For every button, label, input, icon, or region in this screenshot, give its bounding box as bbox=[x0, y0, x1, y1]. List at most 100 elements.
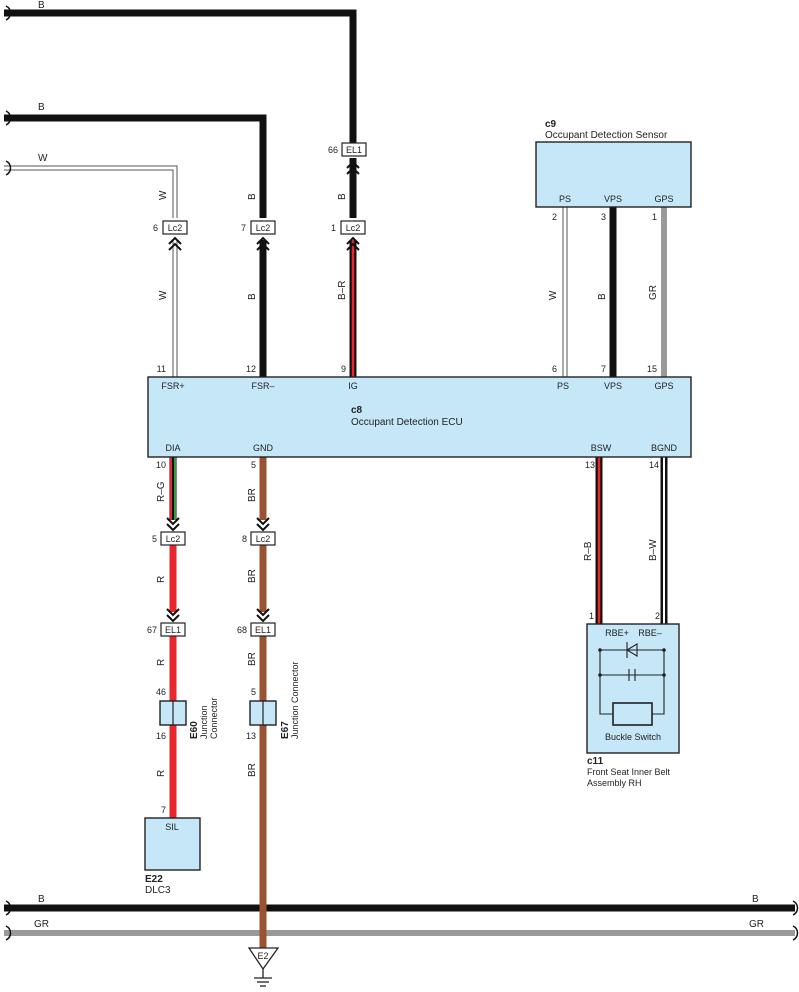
svg-text:2: 2 bbox=[655, 611, 660, 621]
svg-text:5: 5 bbox=[152, 534, 157, 544]
wire-label: GR bbox=[34, 919, 49, 930]
svg-text:8: 8 bbox=[242, 534, 247, 544]
wire-label: B–W bbox=[648, 539, 659, 561]
svg-text:13: 13 bbox=[246, 731, 256, 741]
svg-text:IG: IG bbox=[348, 381, 358, 391]
svg-text:9: 9 bbox=[341, 364, 346, 374]
svg-text:3: 3 bbox=[601, 212, 606, 222]
wire-label: B bbox=[597, 293, 608, 300]
svg-text:EL1: EL1 bbox=[346, 145, 362, 155]
wire-label: B bbox=[247, 193, 258, 200]
svg-text:12: 12 bbox=[246, 364, 256, 374]
wire-top-b-fsr bbox=[4, 110, 267, 218]
wire-label: R bbox=[156, 770, 167, 777]
wire-label: R bbox=[156, 659, 167, 666]
svg-text:DIA: DIA bbox=[165, 443, 180, 453]
svg-text:7: 7 bbox=[601, 364, 606, 374]
svg-text:15: 15 bbox=[647, 364, 657, 374]
occupant-detection-ecu: c8 Occupant Detection ECU FSR+ FSR– IG P… bbox=[147, 364, 692, 470]
wire-label: B bbox=[38, 102, 45, 113]
svg-text:c11: c11 bbox=[587, 756, 604, 767]
svg-text:Lc2: Lc2 bbox=[346, 223, 361, 233]
svg-text:Buckle Switch: Buckle Switch bbox=[605, 732, 661, 742]
svg-text:EL1: EL1 bbox=[165, 625, 181, 635]
connector-lc2-ig: Lc2 1 bbox=[331, 220, 366, 251]
junction-connector-e60: 46 16 E60 Junction Connector bbox=[156, 687, 219, 741]
svg-text:BGND: BGND bbox=[651, 443, 678, 453]
occupant-detection-sensor: c9 Occupant Detection Sensor PS VPS GPS … bbox=[535, 119, 692, 222]
svg-text:Junction Connector: Junction Connector bbox=[290, 661, 300, 739]
svg-text:67: 67 bbox=[147, 625, 157, 635]
svg-text:PS: PS bbox=[559, 194, 571, 204]
connector-lc2-b: Lc2 7 bbox=[241, 220, 276, 251]
svg-text:FSR–: FSR– bbox=[251, 381, 274, 391]
wire-label: B bbox=[38, 0, 45, 11]
wire-label: W bbox=[158, 290, 169, 300]
svg-text:c8: c8 bbox=[351, 405, 363, 416]
wire-top-w bbox=[4, 160, 178, 218]
wire-label: GR bbox=[749, 919, 764, 930]
svg-text:14: 14 bbox=[649, 460, 659, 470]
svg-text:RBE+: RBE+ bbox=[605, 628, 629, 638]
wire-label: BR bbox=[247, 488, 258, 502]
svg-text:Junction: Junction bbox=[199, 705, 209, 739]
svg-text:10: 10 bbox=[156, 460, 166, 470]
wire-label: B–R bbox=[337, 281, 348, 300]
connector-el1-ig: EL1 66 bbox=[328, 142, 367, 175]
svg-text:DLC3: DLC3 bbox=[145, 885, 171, 896]
svg-text:VPS: VPS bbox=[604, 194, 622, 204]
wire-label: B bbox=[38, 894, 45, 905]
svg-text:Assembly RH: Assembly RH bbox=[587, 778, 642, 788]
buckle-switch-icon bbox=[612, 702, 653, 726]
svg-text:1: 1 bbox=[331, 223, 336, 233]
connector-lc2-dia: Lc2 5 bbox=[152, 517, 186, 546]
svg-text:Lc2: Lc2 bbox=[168, 223, 183, 233]
svg-text:Occupant Detection ECU: Occupant Detection ECU bbox=[351, 417, 463, 428]
svg-text:FSR+: FSR+ bbox=[161, 381, 184, 391]
svg-text:13: 13 bbox=[585, 460, 595, 470]
svg-text:GND: GND bbox=[253, 443, 274, 453]
svg-text:Occupant Detection Sensor: Occupant Detection Sensor bbox=[545, 130, 668, 141]
svg-text:E67: E67 bbox=[280, 721, 291, 739]
wire-label: R–B bbox=[583, 541, 594, 561]
connector-lc2-gnd: Lc2 8 bbox=[242, 517, 276, 546]
wire-label: GR bbox=[648, 285, 659, 300]
junction-connector-e67: 5 13 E67 Junction Connector bbox=[246, 661, 300, 741]
wire-label: B bbox=[337, 193, 348, 200]
connector-lc2-w: Lc2 6 bbox=[153, 220, 188, 251]
wire-top-b-ig bbox=[4, 5, 357, 143]
svg-text:Connector: Connector bbox=[209, 697, 219, 739]
wire-label: BR bbox=[247, 569, 258, 583]
wire-label: BR bbox=[247, 652, 258, 666]
svg-text:2: 2 bbox=[552, 212, 557, 222]
svg-text:SIL: SIL bbox=[165, 822, 179, 832]
svg-text:E22: E22 bbox=[145, 874, 163, 885]
wire-label: W bbox=[548, 290, 559, 300]
svg-text:7: 7 bbox=[241, 223, 246, 233]
connector-el1-dia: EL1 67 bbox=[147, 608, 186, 637]
wire-dia-rg bbox=[169, 457, 177, 520]
wire-label: BR bbox=[247, 763, 258, 777]
svg-text:11: 11 bbox=[157, 364, 166, 374]
svg-text:1: 1 bbox=[589, 611, 594, 621]
svg-text:6: 6 bbox=[153, 223, 158, 233]
bus-wire-gr bbox=[4, 925, 799, 941]
bus-wire-b bbox=[4, 900, 799, 916]
connector-el1-gnd: EL1 68 bbox=[237, 608, 276, 637]
wire-label: R–G bbox=[156, 481, 167, 502]
svg-text:PS: PS bbox=[557, 381, 569, 391]
svg-text:66: 66 bbox=[328, 145, 338, 155]
wire-label: B bbox=[752, 894, 759, 905]
svg-text:6: 6 bbox=[552, 364, 557, 374]
svg-text:EL1: EL1 bbox=[255, 625, 271, 635]
front-seat-inner-belt-assembly: 1 2 RBE+ RBE– Buckle Switch c11 Front Se… bbox=[586, 611, 680, 788]
svg-text:68: 68 bbox=[237, 625, 247, 635]
svg-text:16: 16 bbox=[156, 731, 166, 741]
svg-text:VPS: VPS bbox=[604, 381, 622, 391]
svg-text:c9: c9 bbox=[545, 119, 557, 130]
wire-label: W bbox=[38, 153, 48, 164]
svg-text:1: 1 bbox=[652, 212, 657, 222]
svg-text:Lc2: Lc2 bbox=[256, 223, 271, 233]
ground-point-e2: E2 bbox=[247, 947, 280, 987]
